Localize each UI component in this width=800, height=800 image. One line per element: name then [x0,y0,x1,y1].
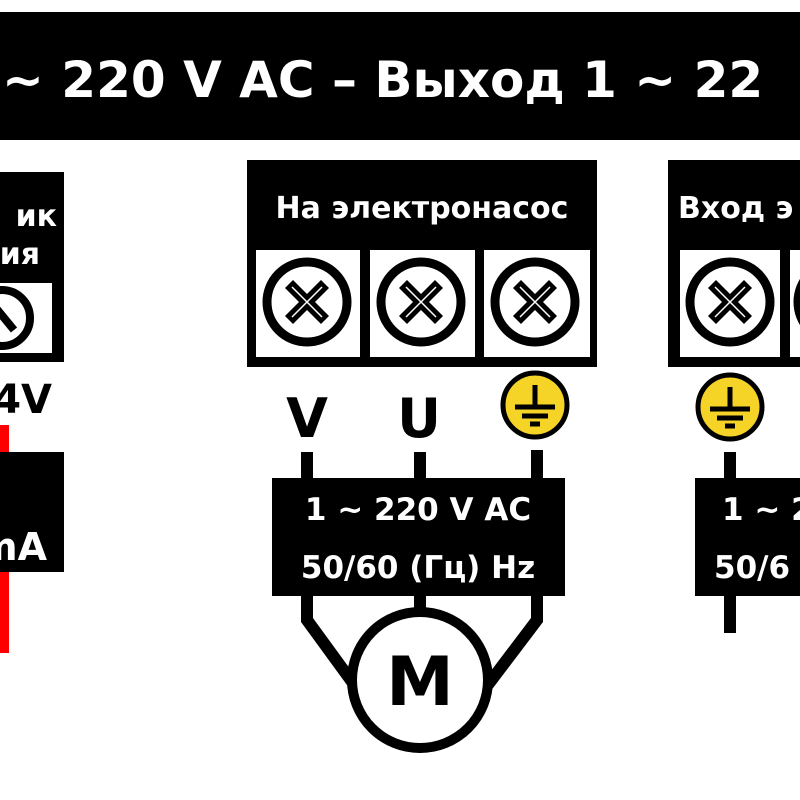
pump-supply-frequency: 50/60 (Гц) Hz [301,550,535,586]
input-supply-frequency: 50/6 [714,550,790,586]
pump-wires [301,450,543,694]
ground-icon [698,375,762,439]
pump-supply-voltage: 1 ~ 220 V AC [305,492,531,528]
terminal-label-u: U [397,387,441,450]
pump-supply-box: 1 ~ 220 V AC 50/60 (Гц) Hz [272,478,565,596]
sensor-header-line2: ия [0,237,40,272]
motor-label: M [386,643,454,722]
sensor-block: ик ия 4V mA [0,172,64,653]
ground-icon [503,373,567,437]
input-header: Вход э [678,191,793,226]
pump-terminal-block: На электронасос [247,160,597,367]
sensor-signal-label: mA [0,525,48,569]
terminal-screw-icon [267,262,347,342]
sensor-header-line1: ик [16,199,57,234]
title-banner: ~ 220 V AC – Выход 1 ~ 22 [0,12,800,140]
terminal-label-v: V [286,387,328,450]
terminal-screw-icon [495,262,575,342]
banner-title: ~ 220 V AC – Выход 1 ~ 22 [2,51,763,109]
terminal-screw-icon [381,262,461,342]
input-terminal-block: Вход э [668,160,800,367]
pump-header: На электронасос [276,191,569,226]
sensor-voltage-label: 4V [0,377,52,423]
motor-icon: M [347,607,493,753]
terminal-screw-icon [0,286,34,350]
terminal-screw-icon [690,262,770,342]
input-supply-voltage: 1 ~ 2 [722,492,800,528]
input-supply-box: 1 ~ 2 50/6 [695,478,800,596]
